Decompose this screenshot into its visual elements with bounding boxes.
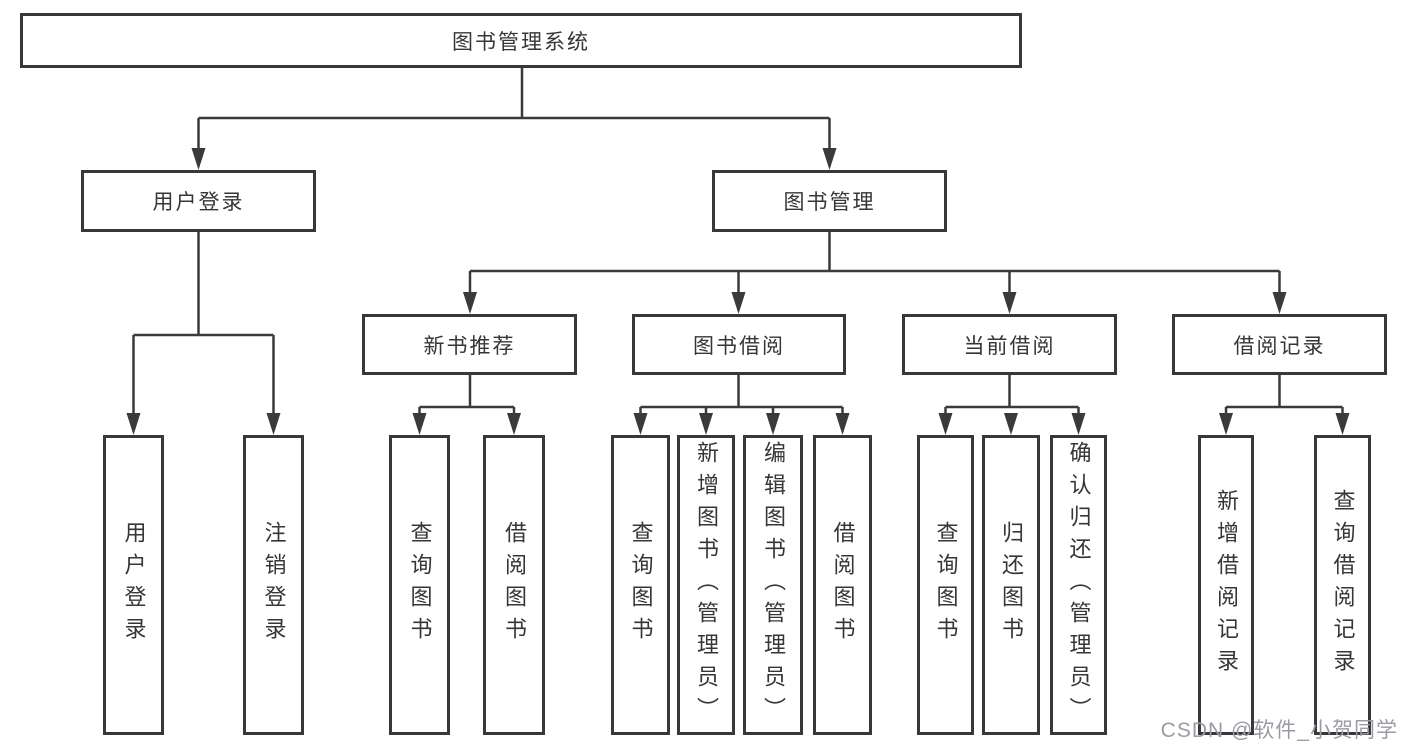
arrowhead: [938, 413, 953, 435]
node-current-borrowing: 当前借阅: [902, 314, 1117, 375]
leaf-add-book-admin: 新增图书（管理员）: [677, 435, 735, 735]
connector-borrow-record-to-leaves: [1224, 374, 1344, 414]
connector-arrowheads: [126, 148, 1350, 435]
arrowhead: [126, 413, 141, 435]
watermark: CSDN @软件_小贺同学: [1160, 719, 1398, 742]
arrowhead: [1004, 413, 1018, 435]
node-borrowing-records: 借阅记录: [1172, 314, 1387, 375]
leaf-confirm-return-admin: 确认归还（管理员）: [1050, 435, 1107, 735]
arrowhead: [1002, 292, 1017, 314]
arrowhead: [412, 413, 427, 435]
connector-book-mgmt-to-level3: [468, 232, 1281, 293]
arrowhead: [699, 413, 713, 435]
arrowhead: [1071, 413, 1086, 435]
connector-paths: [132, 68, 1344, 414]
connector-new-book-to-leaves: [418, 374, 516, 414]
leaf-query-books-borrowing: 查询图书: [611, 435, 670, 735]
leaf-query-borrow-record: 查询借阅记录: [1314, 435, 1371, 735]
leaf-logout-login: 注销登录: [243, 435, 304, 735]
leaf-return-book: 归还图书: [982, 435, 1040, 735]
node-root-system: 图书管理系统: [20, 13, 1022, 68]
leaf-query-books-current: 查询图书: [917, 435, 974, 735]
arrowhead: [835, 413, 850, 435]
leaf-borrow-books-recommend: 借阅图书: [483, 435, 545, 735]
arrowhead: [507, 413, 521, 435]
leaf-edit-book-admin: 编辑图书（管理员）: [743, 435, 803, 735]
connector-root-to-level2: [197, 68, 831, 149]
arrowhead: [1272, 292, 1287, 314]
node-new-book-recommend: 新书推荐: [362, 314, 577, 375]
connector-book-borrow-to-leaves: [639, 374, 844, 414]
node-book-borrowing: 图书借阅: [632, 314, 846, 375]
node-user-login: 用户登录: [81, 170, 316, 232]
arrowhead: [191, 148, 206, 170]
arrowhead: [1335, 413, 1350, 435]
arrowhead: [1219, 413, 1233, 435]
leaf-user-login: 用户登录: [103, 435, 164, 735]
arrowhead: [731, 292, 746, 314]
arrowhead: [822, 148, 837, 170]
arrowhead: [463, 292, 477, 314]
leaf-query-books-recommend: 查询图书: [389, 435, 450, 735]
arrowhead: [766, 413, 780, 435]
connector-user-login-to-leaves: [132, 232, 275, 414]
leaf-add-borrow-record: 新增借阅记录: [1198, 435, 1254, 735]
node-book-management: 图书管理: [712, 170, 947, 232]
connector-current-borrow-to-leaves: [944, 374, 1080, 414]
leaf-borrow-books-borrowing: 借阅图书: [813, 435, 872, 735]
arrowhead: [266, 413, 281, 435]
arrowhead: [633, 413, 648, 435]
